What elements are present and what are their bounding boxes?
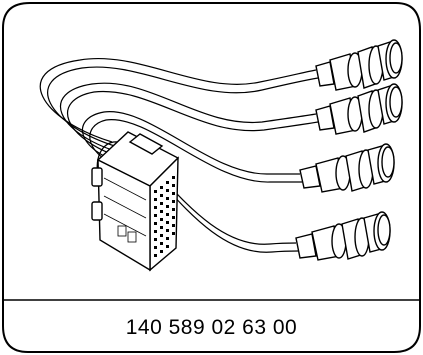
part-number-label: 140 589 02 63 00 bbox=[125, 315, 298, 339]
round-connector-2 bbox=[315, 83, 403, 135]
connector-block bbox=[91, 131, 180, 272]
connector-pin-grid bbox=[154, 176, 175, 257]
round-connector-1 bbox=[315, 39, 403, 91]
round-connector-4 bbox=[295, 211, 391, 261]
cable-bundle bbox=[39, 58, 319, 253]
round-connector-3 bbox=[299, 143, 395, 193]
